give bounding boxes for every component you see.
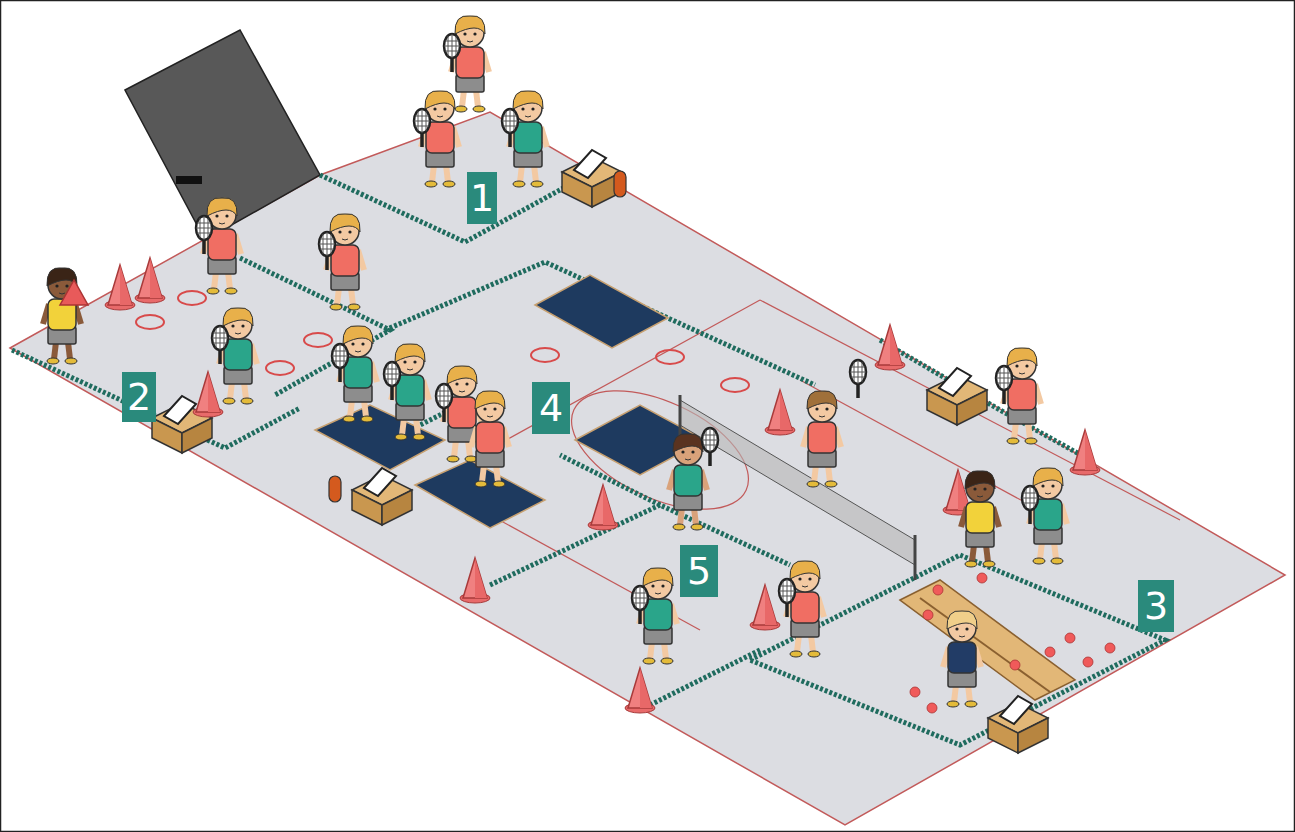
callout-number: 3 (1138, 580, 1174, 632)
child (196, 16, 1067, 707)
cone (105, 258, 1100, 713)
wall-mark (176, 176, 202, 184)
mat (315, 275, 705, 528)
ball (910, 573, 1115, 713)
bench (900, 580, 1075, 700)
callout-number: 2 (122, 372, 156, 422)
station-border (12, 168, 1165, 745)
callout-number: 4 (532, 382, 570, 434)
teacher (43, 268, 999, 567)
callout-number: 1 (467, 172, 497, 224)
floor (10, 112, 1285, 825)
callout-number: 5 (680, 545, 718, 597)
marker-tube (329, 171, 626, 502)
tablet-box (152, 150, 1048, 753)
